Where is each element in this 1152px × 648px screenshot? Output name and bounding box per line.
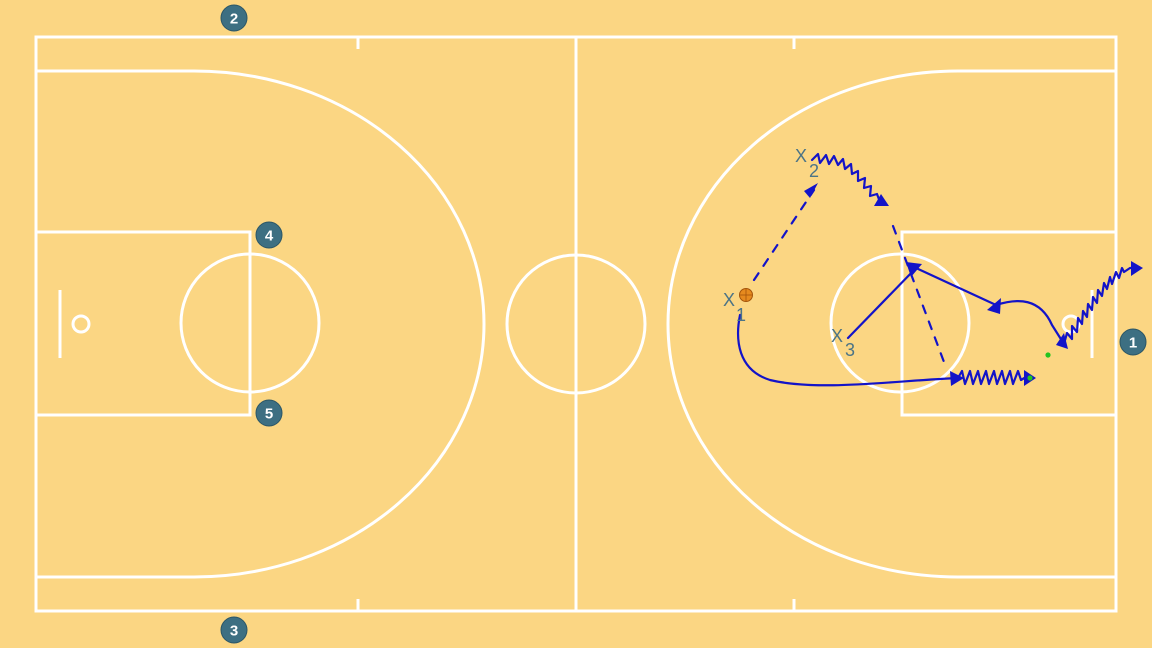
dribble-2: [810, 152, 882, 204]
screen-spot: [1045, 352, 1051, 358]
attacker-2[interactable]: X 2: [795, 146, 819, 181]
svg-text:4: 4: [265, 228, 274, 245]
basketball-icon: [739, 288, 753, 302]
svg-text:5: 5: [265, 406, 273, 423]
attacker-3[interactable]: X 3: [831, 326, 855, 360]
svg-text:3: 3: [230, 623, 238, 640]
key-left: [34, 230, 252, 417]
attacker-number: 2: [809, 161, 819, 181]
position-badge-1[interactable]: 1: [1119, 328, 1147, 356]
attacking-players: X 1 X 2 X 3: [723, 146, 855, 360]
arrow-head: [804, 183, 818, 198]
attacker-number: 1: [736, 305, 746, 325]
attacker-mark: X: [795, 146, 807, 166]
court-lines: [34, 35, 1118, 613]
key-right: [900, 230, 1118, 417]
free-throw-circle-left: [179, 252, 321, 394]
rim-left: [71, 314, 91, 334]
position-badge-3[interactable]: 3: [220, 616, 248, 644]
movement-lines: [737, 152, 1143, 387]
attacker-1[interactable]: X 1: [723, 288, 753, 326]
pass-1-to-2: [752, 188, 816, 282]
position-badge-5[interactable]: 5: [255, 399, 283, 427]
center-circle: [505, 253, 647, 395]
svg-text:1: 1: [1129, 335, 1137, 352]
svg-text:2: 2: [230, 11, 238, 28]
attacker-number: 3: [845, 340, 855, 360]
free-throw-circle-right: [829, 252, 971, 394]
cut-1-baseline: [737, 313, 962, 387]
arrow-head: [950, 371, 964, 386]
dribble-low-post: [956, 369, 1028, 386]
attacker-mark: X: [831, 326, 843, 346]
three-point-arc-left: [36, 69, 486, 579]
arrow-head: [906, 262, 922, 277]
position-badge-4[interactable]: 4: [255, 221, 283, 249]
arrow-head: [987, 298, 1001, 314]
position-badge-2[interactable]: 2: [220, 4, 248, 32]
pass-2-to-low-post: [891, 224, 946, 364]
arrow-head: [874, 194, 889, 206]
attacker-mark: X: [723, 290, 735, 310]
arrow-head: [1131, 261, 1143, 276]
screen-spot: [1027, 375, 1033, 381]
dribble-right-corner: [1062, 266, 1136, 346]
three-point-arc-right: [666, 69, 1116, 579]
cut-3-to-wing: [846, 266, 1066, 346]
numbered-positions: 1 2 3 4 5: [220, 4, 1147, 644]
